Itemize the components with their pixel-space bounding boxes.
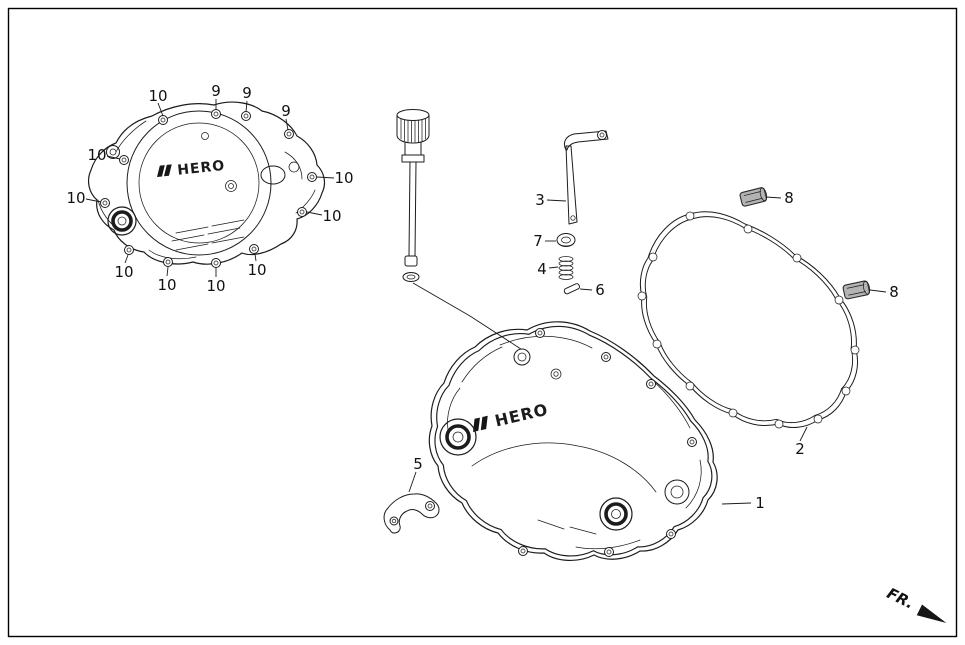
part-7-washer — [556, 233, 576, 247]
fr-direction-indicator: FR. — [884, 584, 947, 624]
main-cover-bolt-holes — [518, 328, 697, 557]
part-5-bracket — [383, 493, 440, 534]
part-8-dowel-pin-upper — [739, 187, 768, 207]
callout-3: 3 — [535, 191, 545, 209]
callout-7: 7 — [533, 232, 543, 250]
callout-10: 10 — [206, 277, 225, 295]
top-cover-leader-lines — [85, 99, 335, 277]
oil-dipstick — [396, 109, 525, 352]
callout-8: 8 — [784, 189, 794, 207]
gasket-bolt-holes — [637, 211, 860, 429]
border-frame — [7, 7, 958, 638]
o-ring — [402, 272, 420, 282]
callout-10: 10 — [148, 87, 167, 105]
dipstick-leader — [412, 282, 525, 352]
hero-logo-text: HERO — [177, 158, 226, 179]
part-8-dowel-pin-lower — [842, 280, 871, 300]
part-1-clutch-cover: HERO — [428, 321, 718, 561]
callout-10: 10 — [334, 169, 353, 187]
callout-1: 1 — [755, 494, 765, 512]
callout-10: 10 — [87, 146, 106, 164]
hero-logo-inner-cover: HERO — [157, 158, 226, 179]
cover-rib-hatching — [171, 219, 245, 251]
oil-filler-hole — [513, 348, 531, 366]
callout-10: 10 — [247, 261, 266, 279]
cover-bolt-holes — [100, 109, 317, 268]
fr-arrow-icon — [916, 604, 947, 624]
callout-9: 9 — [281, 102, 291, 120]
callout-10: 10 — [322, 207, 341, 225]
hero-logo-main-cover: HERO — [473, 400, 550, 432]
callout-10: 10 — [157, 276, 176, 294]
hero-mark-icon — [473, 415, 488, 432]
part-4-spring — [558, 256, 574, 280]
callout-5: 5 — [413, 455, 423, 473]
callout-6: 6 — [595, 281, 605, 299]
part-2-gasket — [637, 211, 860, 429]
fr-label: FR. — [884, 584, 917, 612]
hero-mark-icon — [157, 164, 172, 177]
callout-10: 10 — [66, 189, 85, 207]
callout-2: 2 — [795, 440, 805, 458]
callout-labels: 10 9 9 9 10 10 10 10 10 10 10 10 3 7 4 6… — [66, 82, 898, 512]
callout-9: 9 — [242, 84, 252, 102]
clutch-cover-inner-view: HERO — [87, 101, 326, 268]
dipstick-knurling — [400, 118, 426, 143]
callout-9: 9 — [211, 82, 221, 100]
callout-4: 4 — [537, 260, 547, 278]
part-leader-lines — [408, 196, 887, 505]
part-3-lever — [563, 130, 609, 225]
part-6-pin — [563, 283, 580, 295]
hero-logo-text: HERO — [493, 400, 550, 431]
callout-8: 8 — [889, 283, 899, 301]
callout-10: 10 — [114, 263, 133, 281]
